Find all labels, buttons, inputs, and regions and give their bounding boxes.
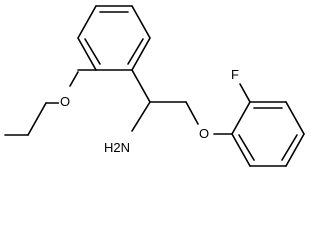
amine-label: H2N — [103, 140, 132, 155]
bond — [131, 5, 151, 39]
bond — [131, 101, 151, 132]
ethoxy-group — [4, 69, 97, 136]
bond — [77, 5, 97, 39]
fluorine-label: F — [230, 67, 240, 82]
molecule-skeleton — [4, 5, 305, 167]
benzene-ring-left — [77, 5, 151, 71]
double-bond-inner — [281, 134, 298, 161]
bond — [185, 101, 199, 125]
bond — [77, 37, 97, 71]
fluorine-bond — [239, 83, 251, 103]
oxygen-label-right: O — [198, 126, 211, 141]
double-bond-inner — [84, 38, 101, 65]
bond — [285, 101, 305, 135]
bond — [231, 133, 251, 167]
double-bond-inner — [127, 38, 144, 65]
bond — [131, 69, 151, 103]
bond — [69, 71, 79, 87]
oxygen-label-left: O — [59, 94, 72, 109]
double-bond-inner — [238, 134, 255, 161]
bond — [231, 101, 251, 135]
ethylamine-chain — [131, 69, 233, 135]
bond — [131, 37, 151, 71]
benzene-ring-right — [231, 101, 305, 167]
bond — [285, 133, 305, 167]
bond — [27, 102, 47, 136]
